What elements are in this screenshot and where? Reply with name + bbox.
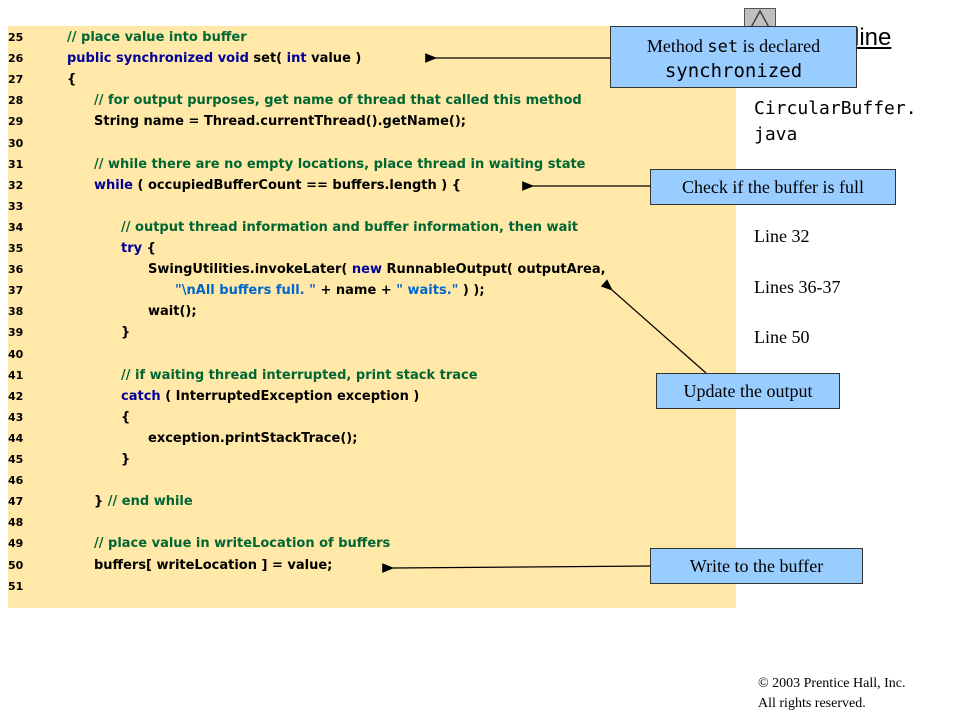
code-text: // place value in writeLocation of buffe… (94, 533, 390, 554)
line-number: 33 (8, 199, 24, 213)
code-text: } (121, 322, 130, 343)
line-number: 48 (8, 516, 24, 530)
code-text: while ( occupiedBufferCount == buffers.l… (94, 175, 461, 196)
code-text: // place value into buffer (67, 27, 247, 48)
code-token: " waits." (396, 283, 459, 299)
code-token: value ) (311, 51, 362, 67)
line-number: 41 (8, 368, 24, 382)
line-number: 40 (8, 347, 24, 361)
line-number: 43 (8, 410, 24, 424)
copyright-notice: © 2003 Prentice Hall, Inc. All rights re… (758, 674, 906, 714)
code-token: "\nAll buffers full. " (175, 283, 316, 299)
code-text: String name = Thread.currentThread().get… (94, 111, 466, 132)
code-token: // while there are no empty locations, p… (94, 156, 586, 172)
code-text: "\nAll buffers full. " + name + " waits.… (175, 280, 485, 301)
callout-synchronized-keyword: synchronized (664, 60, 803, 82)
file-name-line2: java (754, 124, 798, 145)
code-token: // place value into buffer (67, 30, 247, 45)
code-token: { (67, 72, 77, 88)
line-number: 45 (8, 453, 24, 466)
line-number: 39 (8, 326, 24, 340)
line-number: 25 (8, 31, 24, 44)
line-number: 42 (8, 389, 24, 403)
code-token: // for output purposes, get name of thre… (94, 93, 582, 109)
line-number: 31 (8, 157, 24, 171)
file-name-line1: CircularBuffer. (754, 98, 917, 119)
code-token: // output thread information and buffer … (121, 219, 579, 235)
callout-synchronized: Method set is declared synchronized (610, 26, 857, 88)
code-token: } (94, 494, 108, 510)
callout-synchronized-code: set (707, 37, 739, 57)
code-text: catch ( InterruptedException exception ) (121, 386, 419, 407)
line-number: 47 (8, 495, 24, 509)
code-token: ( occupiedBufferCount == buffers.length … (137, 177, 461, 193)
outline-title: line (854, 24, 892, 51)
line-number: 35 (8, 242, 24, 255)
code-text: exception.printStackTrace(); (148, 428, 357, 449)
code-token: catch (121, 388, 166, 404)
code-token: + name + (315, 283, 397, 299)
code-token: ) ); (458, 283, 485, 299)
line-number: 28 (8, 94, 24, 108)
code-token: { (146, 241, 156, 256)
code-token: { (121, 409, 131, 425)
code-token: try (121, 241, 147, 256)
code-token: String name = Thread.currentThread().get… (94, 114, 466, 130)
callout-write-buffer: Write to the buffer (650, 548, 863, 584)
code-token: public synchronized void (67, 51, 254, 67)
line-number: 51 (8, 579, 24, 593)
code-text: wait(); (148, 301, 197, 322)
code-token: // place value in writeLocation of buffe… (94, 536, 391, 552)
line-number: 34 (8, 220, 24, 234)
copyright-line1: © 2003 Prentice Hall, Inc. (758, 676, 906, 691)
copyright-line2: All rights reserved. (758, 696, 866, 711)
sidebar-item-line32: Line 32 (754, 226, 810, 246)
code-text: { (121, 407, 130, 428)
code-token: int (286, 51, 312, 67)
code-token: buffers[ writeLocation ] = value; (94, 557, 333, 573)
code-text: } // end while (94, 491, 193, 512)
line-number: 49 (8, 537, 24, 551)
code-token: // end while (107, 494, 193, 510)
code-token: } (121, 325, 131, 341)
sidebar-item-line50: Line 50 (754, 327, 810, 347)
callout-check-full: Check if the buffer is full (650, 169, 896, 205)
line-number: 38 (8, 305, 24, 319)
line-number: 46 (8, 474, 24, 488)
code-token: while (94, 177, 138, 193)
line-number: 26 (8, 52, 24, 66)
code-text: // if waiting thread interrupted, print … (121, 365, 478, 386)
code-text: // while there are no empty locations, p… (94, 154, 586, 175)
code-text: public synchronized void set( int value … (67, 48, 361, 69)
line-number: 50 (8, 558, 24, 572)
file-name: CircularBuffer. java (754, 96, 917, 148)
code-token: set( (253, 51, 287, 67)
code-token: } (121, 452, 131, 467)
code-token: RunnableOutput( outputArea, (386, 262, 606, 278)
line-number: 32 (8, 178, 24, 192)
code-token: SwingUtilities.invokeLater( (148, 262, 352, 278)
code-text: { (67, 69, 76, 90)
code-text: // output thread information and buffer … (121, 217, 578, 238)
line-number: 44 (8, 431, 24, 445)
code-text: try { (121, 238, 156, 259)
code-token: new (351, 262, 387, 278)
code-text: } (121, 449, 130, 470)
sidebar-item-lines36-37: Lines 36-37 (754, 277, 841, 297)
code-text: buffers[ writeLocation ] = value; (94, 555, 332, 576)
code-token: // if waiting thread interrupted, print … (121, 367, 478, 383)
line-number: 27 (8, 73, 24, 87)
callout-synchronized-suffix: is declared (738, 36, 821, 56)
line-number: 36 (8, 263, 24, 277)
line-number: 30 (8, 136, 24, 150)
code-text: SwingUtilities.invokeLater( new Runnable… (148, 259, 606, 280)
line-number: 37 (8, 284, 24, 298)
code-text: // for output purposes, get name of thre… (94, 90, 582, 111)
code-token: wait(); (148, 304, 197, 320)
callout-synchronized-prefix: Method (646, 36, 708, 56)
line-number: 29 (8, 115, 24, 129)
code-token: exception.printStackTrace(); (148, 430, 358, 446)
code-token: ( InterruptedException exception ) (165, 388, 420, 404)
callout-update-output: Update the output (656, 373, 840, 409)
